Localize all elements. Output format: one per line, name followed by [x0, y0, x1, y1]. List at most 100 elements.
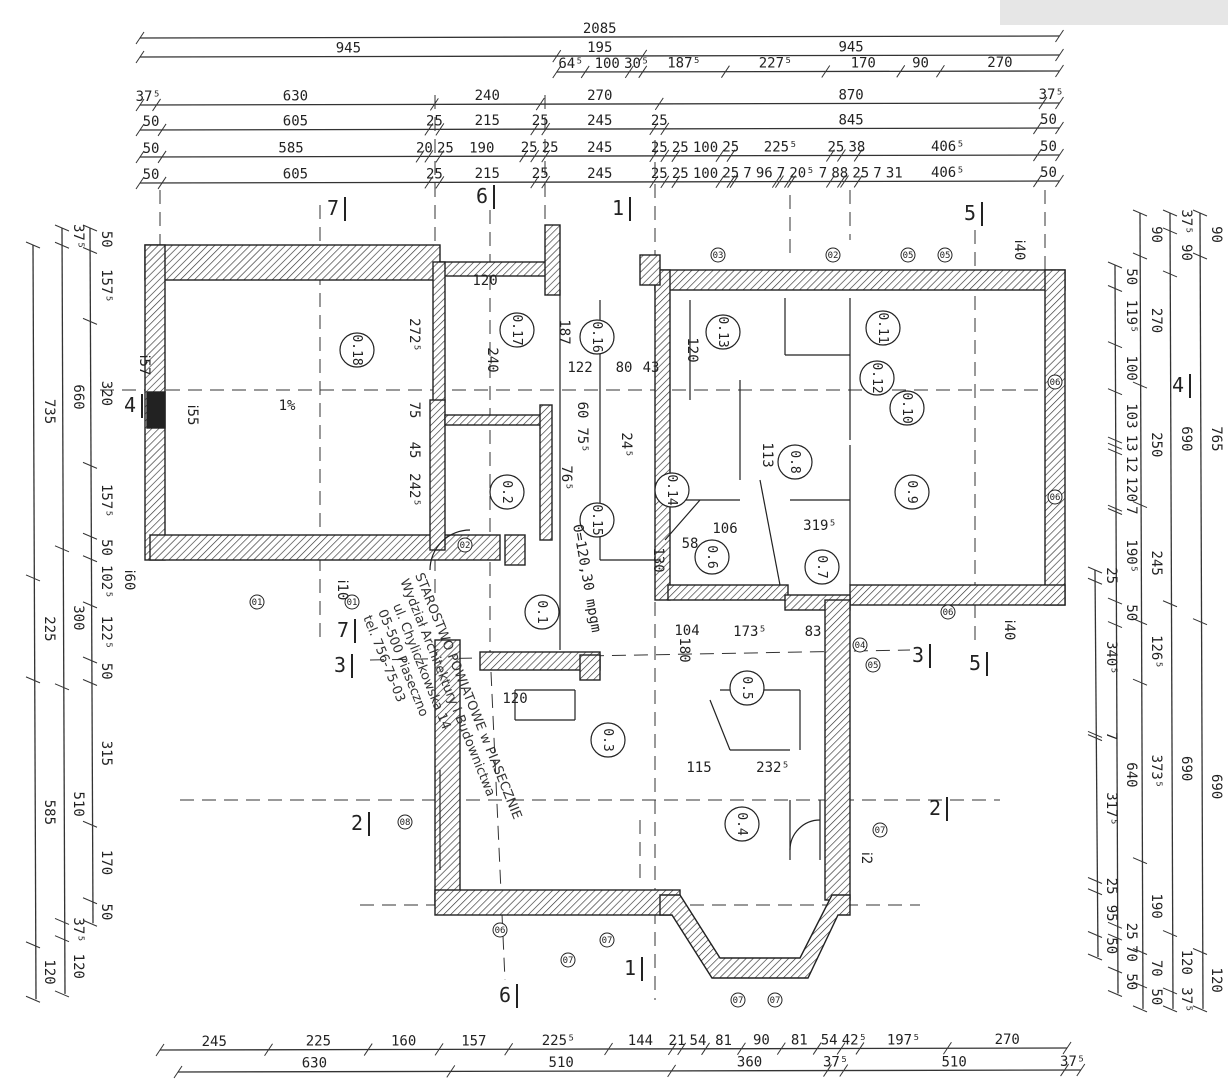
dimension-line: [1169, 212, 1174, 1009]
dimension-tick: [1107, 285, 1123, 292]
interior-dimension: 187: [556, 319, 572, 344]
interior-dimension: 104: [674, 623, 699, 639]
dimension-tick: [552, 65, 562, 79]
dimension-tick: [155, 1043, 165, 1057]
dimension-tick: [424, 123, 434, 136]
section-marker: 1: [624, 956, 636, 980]
dimension-value: 25: [426, 166, 443, 182]
partition: [664, 499, 701, 541]
dimension-value: 100: [595, 56, 620, 72]
room-number-circle: [499, 312, 535, 348]
room-number: 0.18: [349, 334, 364, 365]
dimension-value: 406⁵: [931, 165, 965, 181]
dimension-tick: [624, 65, 634, 79]
dimension-tick: [530, 175, 540, 189]
dimension-value: 144: [628, 1033, 653, 1049]
dimension-value: 102⁵: [98, 565, 114, 599]
interior-dimension: 232⁵: [756, 760, 790, 776]
dimension-tick: [424, 150, 434, 163]
dimension-tick: [580, 65, 590, 79]
dimension-value: 50: [1040, 165, 1057, 181]
dimension-tick: [1055, 64, 1064, 78]
dimension-value: 25: [532, 113, 549, 129]
window-tag-circle: [1047, 489, 1063, 505]
window-tag: 06: [943, 608, 954, 618]
dimension-value: 2085: [583, 21, 617, 37]
dimension-value: 170: [851, 55, 876, 71]
dimension-tick: [667, 1064, 677, 1078]
dimension-value: 250: [1148, 432, 1164, 457]
dimension-tick: [1162, 1005, 1178, 1013]
dimension-tick: [446, 1065, 456, 1078]
dimension-value: 225⁵: [764, 140, 798, 156]
dimension-tick: [541, 122, 551, 136]
window-tag: 06: [1050, 493, 1061, 503]
room-number-circle: [889, 390, 925, 426]
dimension-tick: [530, 122, 540, 136]
interior-dimension: 24⁵: [618, 432, 634, 457]
dimension-value: 50: [1123, 973, 1139, 990]
dimension-tick: [638, 49, 648, 63]
dimension-value: 25: [672, 140, 689, 156]
window-tag-circle: [767, 992, 783, 1008]
dimension-tick: [82, 224, 98, 232]
wall: [429, 399, 446, 551]
window-tag: 05: [903, 251, 914, 261]
dimension-value: 170: [98, 850, 114, 875]
dimension-tick: [415, 150, 425, 163]
room-number: 0.15: [589, 504, 604, 535]
dimension-value: 605: [283, 114, 308, 130]
dimension-tick: [649, 149, 659, 163]
dimension-value: 25: [722, 166, 739, 182]
room-number-circle: [705, 314, 741, 350]
dimension-value: 25: [1123, 923, 1139, 940]
interior-dimension: 240: [484, 347, 500, 372]
dimension-tick: [726, 175, 736, 188]
dimension-value: 20⁵: [789, 166, 814, 182]
room-number: 0.8: [787, 450, 802, 473]
interior-dimension: 80: [616, 360, 633, 376]
wall: [639, 254, 661, 286]
dimension-tick: [54, 990, 70, 998]
dimension-tick: [54, 935, 70, 943]
room-number-circle: [865, 310, 901, 346]
dimension-tick: [604, 1042, 613, 1056]
dimension-value: 50: [143, 167, 160, 183]
dimension-tick: [1107, 341, 1123, 349]
interior-dimension: 173⁵: [733, 624, 767, 640]
dimension-tick: [1162, 227, 1178, 235]
dimension-tick: [1107, 436, 1123, 444]
dimension-tick: [1107, 621, 1123, 629]
room-number: 0.14: [664, 474, 679, 505]
dimension-value: 88: [831, 165, 848, 181]
partition: [759, 479, 781, 586]
wall: [504, 534, 526, 566]
section-marker: 3: [334, 653, 346, 677]
dimension-tick: [519, 149, 529, 163]
interior-dimension: 122: [567, 360, 592, 376]
dimension-line: [1139, 212, 1144, 1009]
chimney: [146, 391, 166, 429]
dimension-tick: [1132, 981, 1148, 989]
wall: [149, 534, 501, 561]
dimension-value: 81: [791, 1033, 808, 1049]
window-tag: 01: [347, 598, 358, 608]
dimension-tick: [1087, 731, 1103, 738]
dimension-value: 122⁵: [98, 616, 114, 650]
dimension-tick: [82, 897, 98, 905]
dimension-tick: [1192, 209, 1208, 217]
door-swing: [429, 529, 471, 571]
dimension-value: 190: [1148, 893, 1164, 918]
wall: [1044, 269, 1066, 606]
dimension-value: 100: [1123, 356, 1139, 381]
dimension-value: 690: [1208, 774, 1224, 799]
dimension-value: 240: [475, 88, 500, 104]
dimension-tick: [1107, 966, 1123, 974]
dimension-tick: [1107, 442, 1123, 450]
dimension-value: 95: [1103, 905, 1119, 922]
dimension-value: 37⁵: [1039, 87, 1064, 103]
dimension-tick: [1107, 448, 1123, 456]
dimension-line: [556, 70, 1060, 73]
